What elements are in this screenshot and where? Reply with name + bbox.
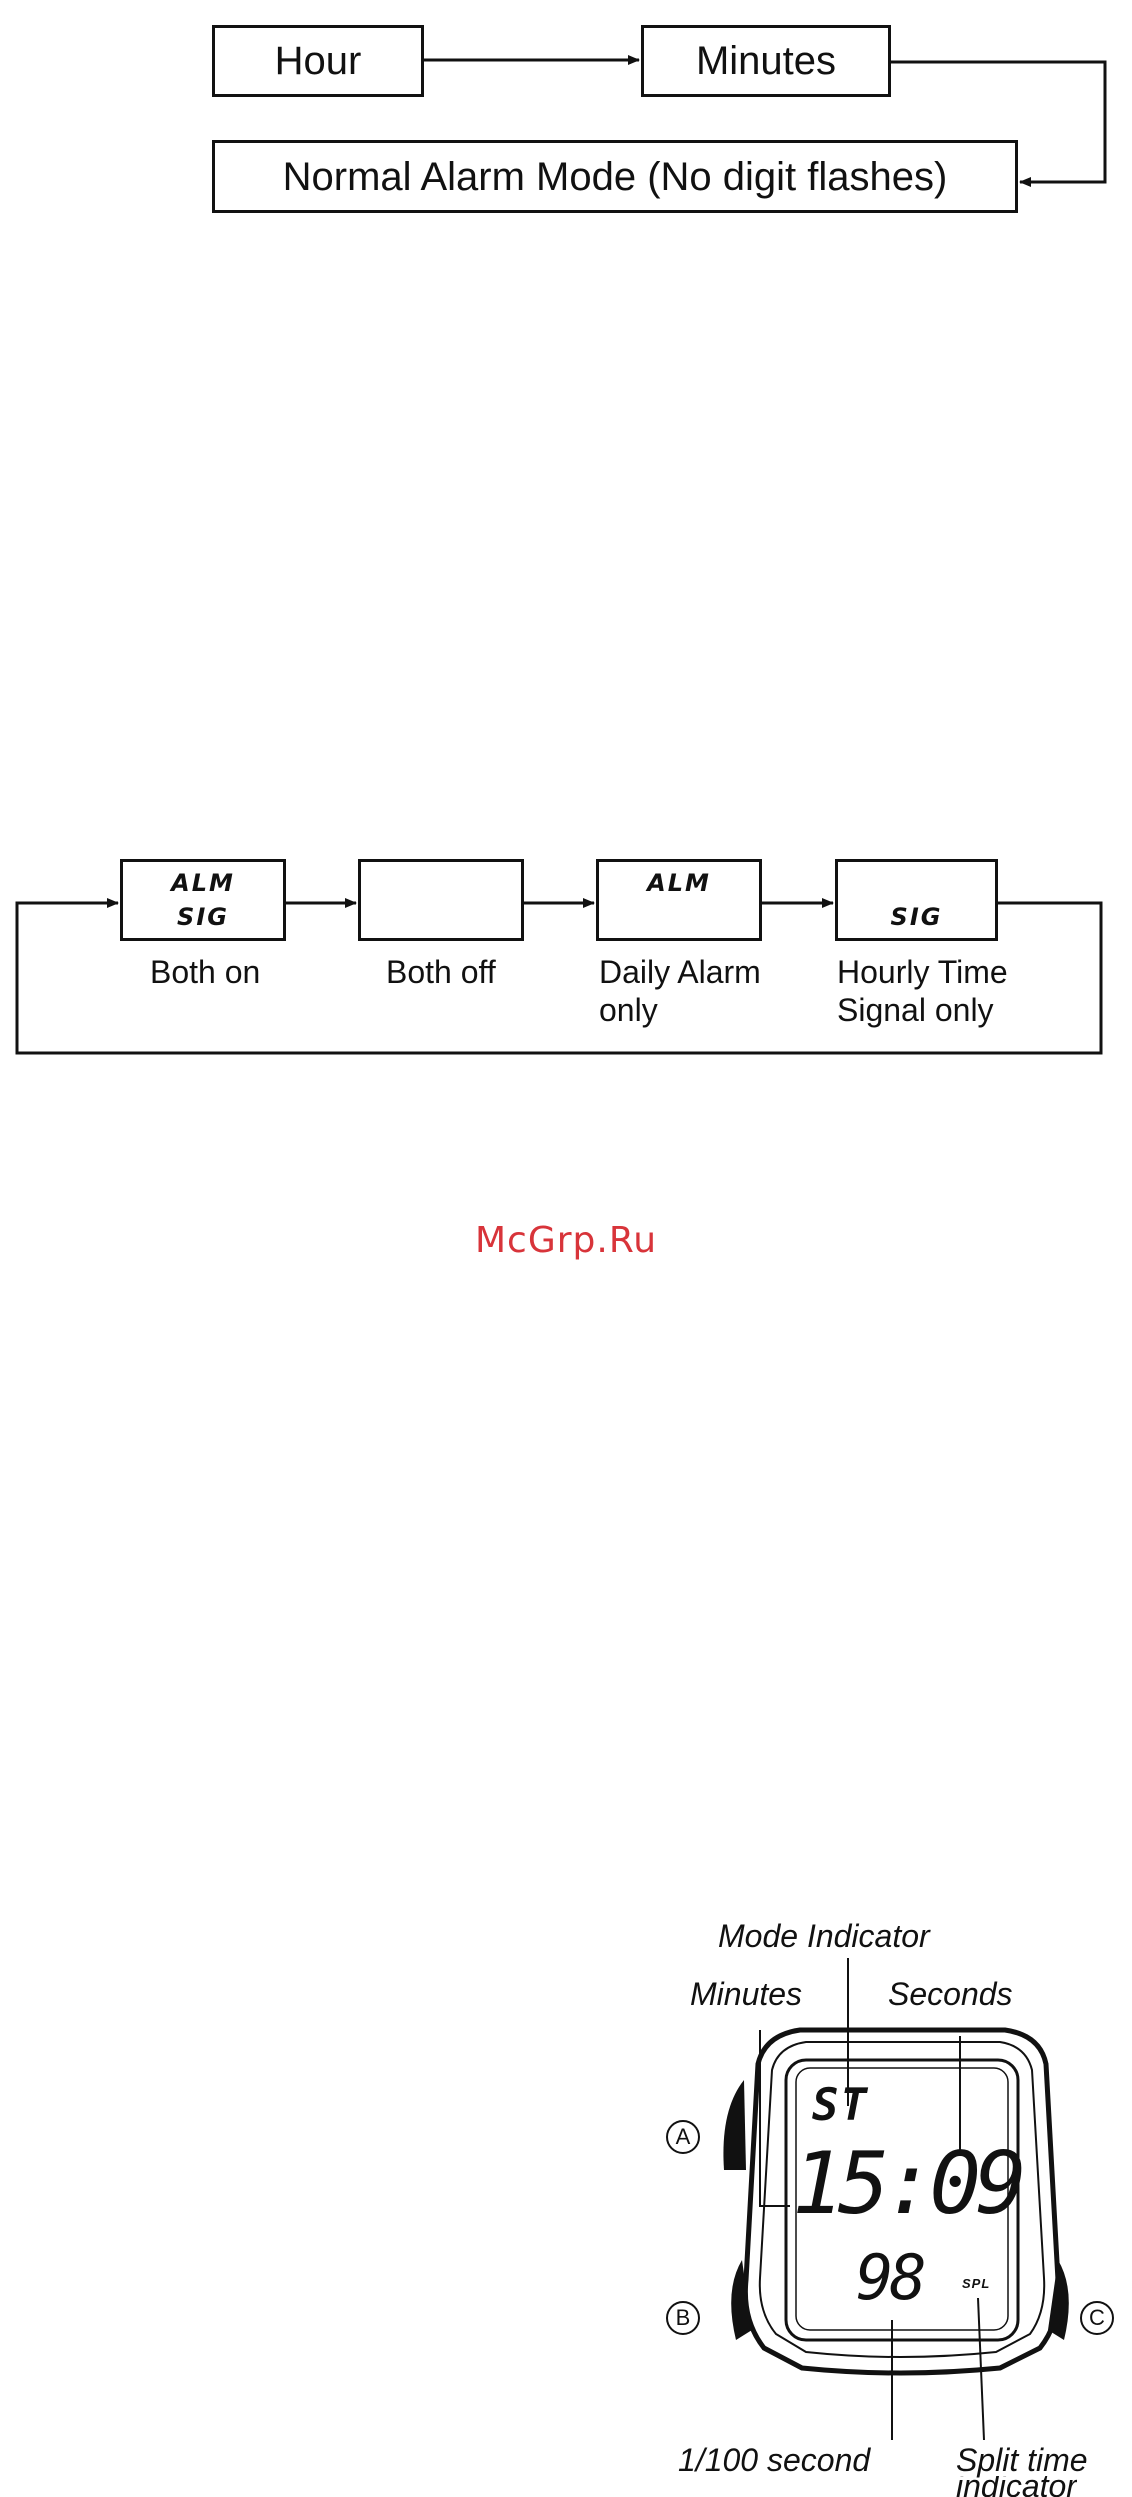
lcd-time: 15:09 (792, 2136, 1012, 2232)
label-mode-indicator: Mode Indicator (718, 1918, 930, 1954)
label-hundredths: 1/100 second (678, 2442, 870, 2478)
lcd-hundredths: 98 (856, 2244, 923, 2312)
button-b-label: B (667, 2305, 699, 2331)
button-a-grip (723, 2080, 746, 2170)
lcd-mode-indicator: ST (812, 2082, 869, 2130)
label-split-indicator: indicator (956, 2476, 1077, 2497)
label-seconds: Seconds (888, 1976, 1013, 2012)
label-minutes: Minutes (690, 1976, 802, 2012)
lcd-split-indicator: SPL (962, 2276, 990, 2292)
label-split-time: Split time (956, 2442, 1088, 2478)
button-a-label: A (667, 2124, 699, 2150)
button-c-label: C (1081, 2305, 1113, 2331)
